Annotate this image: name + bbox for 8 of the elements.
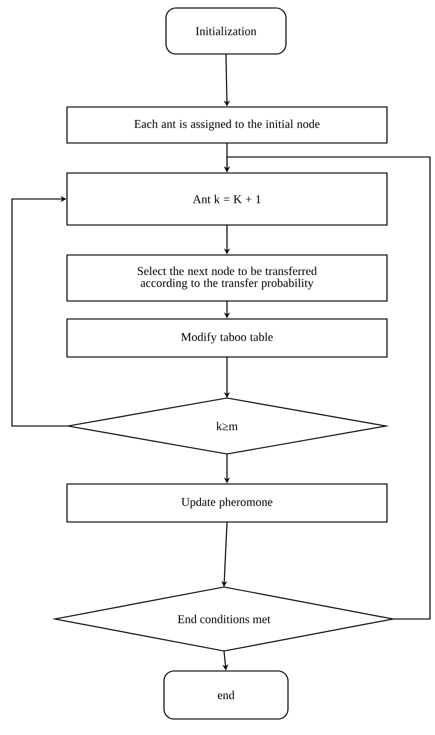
terminal-box: end — [163, 670, 289, 720]
terminal-box: Initialization — [165, 7, 287, 55]
process-box: Update pheromone — [66, 483, 388, 523]
process-box: Ant k = K + 1 — [66, 172, 388, 226]
arrow — [11, 196, 68, 427]
process-box: Select the next node to be transferred according to the transfer probability — [66, 254, 388, 302]
process-box: Modify taboo table — [66, 318, 388, 358]
process-box: Each ant is assigned to the initial node — [66, 106, 388, 144]
